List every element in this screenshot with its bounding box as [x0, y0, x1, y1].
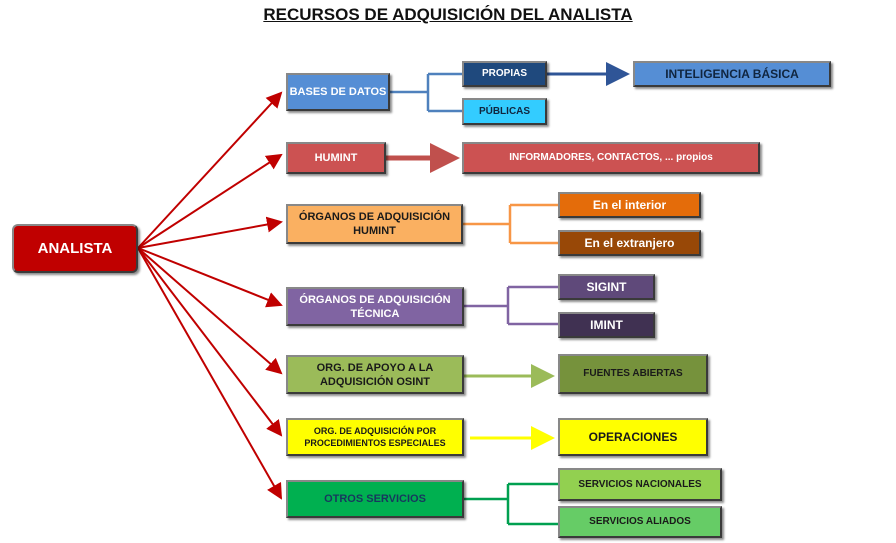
node-otros-servicios: OTROS SERVICIOS	[286, 480, 464, 518]
otros-branch	[464, 482, 558, 526]
arrow-to-otros	[137, 247, 282, 500]
node-en-el-interior: En el interior	[558, 192, 701, 218]
node-servicios-aliados: SERVICIOS ALIADOS	[558, 506, 722, 538]
node-en-el-extranjero: En el extranjero	[558, 230, 701, 256]
arrow-to-org-tecnica	[137, 247, 283, 308]
node-organos-humint: ÓRGANOS DE ADQUISICIÓN HUMINT	[286, 204, 463, 244]
diagram-title: RECURSOS DE ADQUISICIÓN DEL ANALISTA	[263, 5, 633, 24]
node-osint: ORG. DE APOYO A LA ADQUISICIÓN OSINT	[286, 355, 464, 394]
node-operaciones: OPERACIONES	[558, 418, 708, 456]
arrow-to-org-humint	[137, 216, 283, 249]
node-sigint: SIGINT	[558, 274, 655, 300]
node-propias: PROPIAS	[462, 61, 547, 87]
node-bases-de-datos: BASES DE DATOS	[286, 73, 390, 111]
arrow-to-humint	[137, 153, 283, 249]
node-inteligencia-basica: INTELIGENCIA BÁSICA	[633, 61, 831, 87]
arrow-to-bases	[137, 91, 283, 249]
analista-arrows	[137, 91, 283, 500]
node-organos-tecnica: ÓRGANOS DE ADQUISICIÓN TÉCNICA	[286, 287, 464, 326]
node-procedimientos-especiales: ORG. DE ADQUISICIÓN POR PROCEDIMIENTOS E…	[286, 418, 464, 456]
node-informadores: INFORMADORES, CONTACTOS, ... propios	[462, 142, 760, 174]
node-fuentes-abiertas: FUENTES ABIERTAS	[558, 354, 708, 394]
node-imint: IMINT	[558, 312, 655, 338]
node-publicas: PÚBLICAS	[462, 98, 547, 125]
node-analista: ANALISTA	[12, 224, 138, 273]
node-humint: HUMINT	[286, 142, 386, 174]
org-tecnica-branch	[464, 285, 558, 326]
org-humint-branch	[463, 203, 558, 245]
arrow-to-especiales	[137, 247, 283, 437]
node-servicios-nacionales: SERVICIOS NACIONALES	[558, 468, 722, 501]
bases-branch	[390, 72, 462, 113]
arrow-to-osint	[137, 247, 283, 375]
